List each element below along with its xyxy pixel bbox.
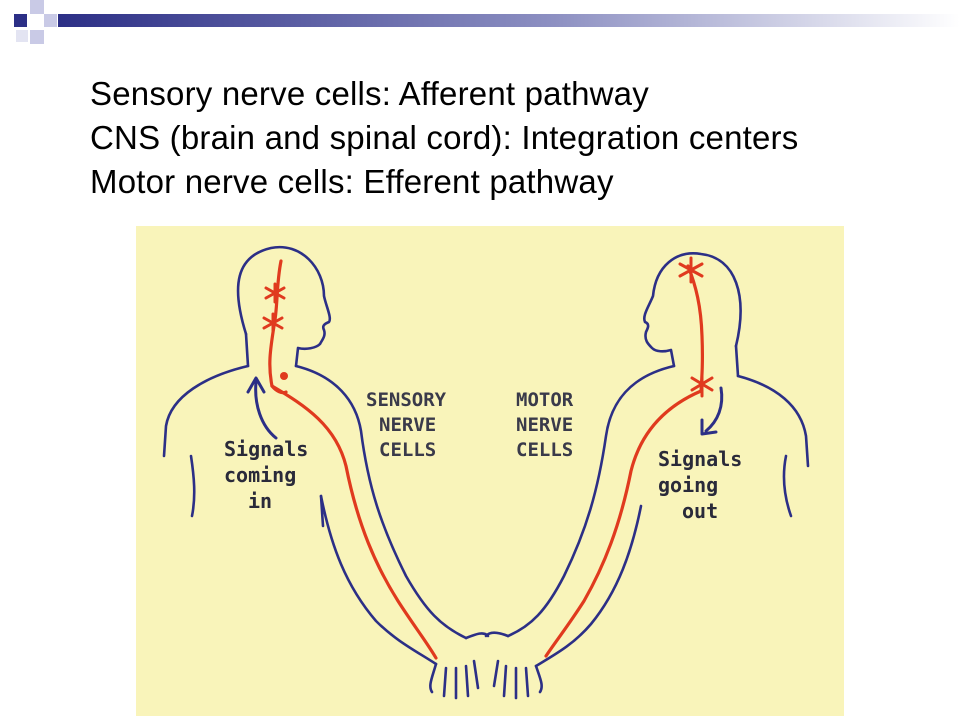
right-figure-arm-lower (534, 504, 643, 668)
right-figure-head-outline (643, 252, 742, 368)
left-figure-hand (429, 632, 490, 700)
sensory-nerve-ending (280, 372, 288, 380)
header-square-pale (16, 30, 28, 42)
signals-out-arrow-head (700, 418, 718, 436)
left-figure-arm-upper (294, 364, 468, 640)
left-figure-neck (244, 332, 250, 368)
right-figure-arm-upper (506, 364, 676, 638)
motor-label-line-3: CELLS (516, 439, 573, 461)
header-square-light (30, 30, 44, 44)
left-figure-back (189, 454, 196, 518)
left-figure-torso-side (319, 494, 325, 528)
signals-in-arrow-head (246, 376, 266, 394)
sensory-label-line-1: SENSORY (366, 389, 447, 411)
motor-nerve-path (544, 264, 705, 658)
right-figure-neck (734, 344, 740, 378)
header-square-light (30, 0, 44, 14)
motor-label-line-2: NERVE (516, 414, 573, 436)
header-square-dark (14, 14, 27, 27)
signals-in-line-3: in (248, 489, 272, 513)
sensory-label-line-2: NERVE (379, 414, 436, 436)
motor-neuron-upper (678, 256, 704, 284)
sensory-nerve-branch (270, 384, 288, 395)
text-line-cns: CNS (brain and spinal cord): Integration… (90, 119, 799, 156)
signals-in-arrow (254, 380, 278, 440)
right-figure-shoulder (736, 374, 810, 468)
text-line-sensory: Sensory nerve cells: Afferent pathway (90, 75, 649, 112)
sensory-neuron-lower (262, 312, 284, 334)
signals-out-line-3: out (682, 499, 718, 523)
header-square-light (44, 14, 57, 27)
signals-out-line-1: Signals (658, 447, 742, 471)
left-figure-arm-lower (319, 494, 438, 666)
left-figure-shoulder (162, 364, 250, 458)
signals-in-line-1: Signals (224, 437, 308, 461)
diagram-drawing: SENSORY NERVE CELLS MOTOR NERVE CELLS Si… (162, 245, 810, 700)
sensory-label-line-3: CELLS (379, 439, 436, 461)
nerve-pathway-diagram: SENSORY NERVE CELLS MOTOR NERVE CELLS Si… (136, 226, 844, 716)
header-bar (58, 14, 960, 27)
left-figure-head-outline (236, 245, 332, 368)
sensory-neuron-upper (264, 282, 286, 304)
right-figure-hand (484, 631, 543, 700)
signals-out-line-2: going (658, 473, 718, 497)
motor-label-line-1: MOTOR (516, 389, 574, 411)
header-decoration (14, 0, 960, 44)
motor-neuron-lower (690, 371, 714, 398)
signals-out-arrow (704, 386, 724, 433)
signals-in-line-2: coming (224, 463, 296, 487)
slide-text-lines: Sensory nerve cells: Afferent pathway CN… (90, 72, 798, 204)
text-line-motor: Motor nerve cells: Efferent pathway (90, 163, 614, 200)
right-figure-back (782, 454, 793, 518)
